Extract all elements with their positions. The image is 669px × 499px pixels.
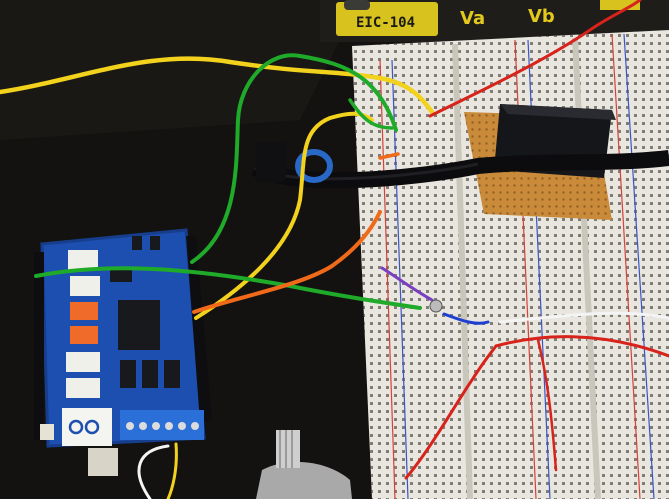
wire-orange: [192, 210, 382, 314]
cable-clip: [256, 142, 286, 182]
wire-red-top: [428, 0, 642, 118]
connector-white-3: [66, 352, 100, 372]
va-label: Va: [460, 8, 485, 29]
top-panel: EIC-104 Va Vb: [320, 0, 669, 42]
wire-green-long: [34, 266, 422, 310]
wire-white: [498, 311, 669, 324]
connector-white-4: [66, 378, 100, 398]
connector-orange-1: [70, 302, 98, 320]
sensor-component: [429, 299, 443, 313]
header-pins-left: [34, 252, 44, 440]
small-ic: [110, 268, 132, 282]
vb-label: Vb: [528, 6, 555, 27]
dc-motor: [256, 430, 352, 499]
connector-orange-2: [70, 326, 98, 344]
wire-yellow-long: [0, 56, 435, 115]
blue-cable-tie: [295, 149, 333, 183]
connector-white-2: [70, 276, 100, 296]
connector-white-1: [68, 250, 98, 270]
breadboard: [352, 30, 669, 499]
wire-blue: [442, 312, 490, 325]
table-shadow: [0, 0, 360, 140]
motor-shield: [34, 228, 212, 476]
panel-marker: [600, 0, 640, 10]
wire-purple: [380, 266, 434, 302]
terminal-post: [344, 0, 370, 10]
wire-green-arc: [190, 53, 398, 264]
screw-terminal: [120, 410, 204, 440]
reset-button: [40, 424, 54, 440]
driver-ic: [118, 300, 160, 350]
board-label: EIC-104: [356, 15, 415, 31]
wire-red-bottom: [404, 344, 498, 480]
header-pins-right: [186, 236, 212, 422]
power-rail-red: [379, 59, 396, 499]
dc-jack: [88, 448, 118, 476]
label-plate: [336, 2, 438, 36]
